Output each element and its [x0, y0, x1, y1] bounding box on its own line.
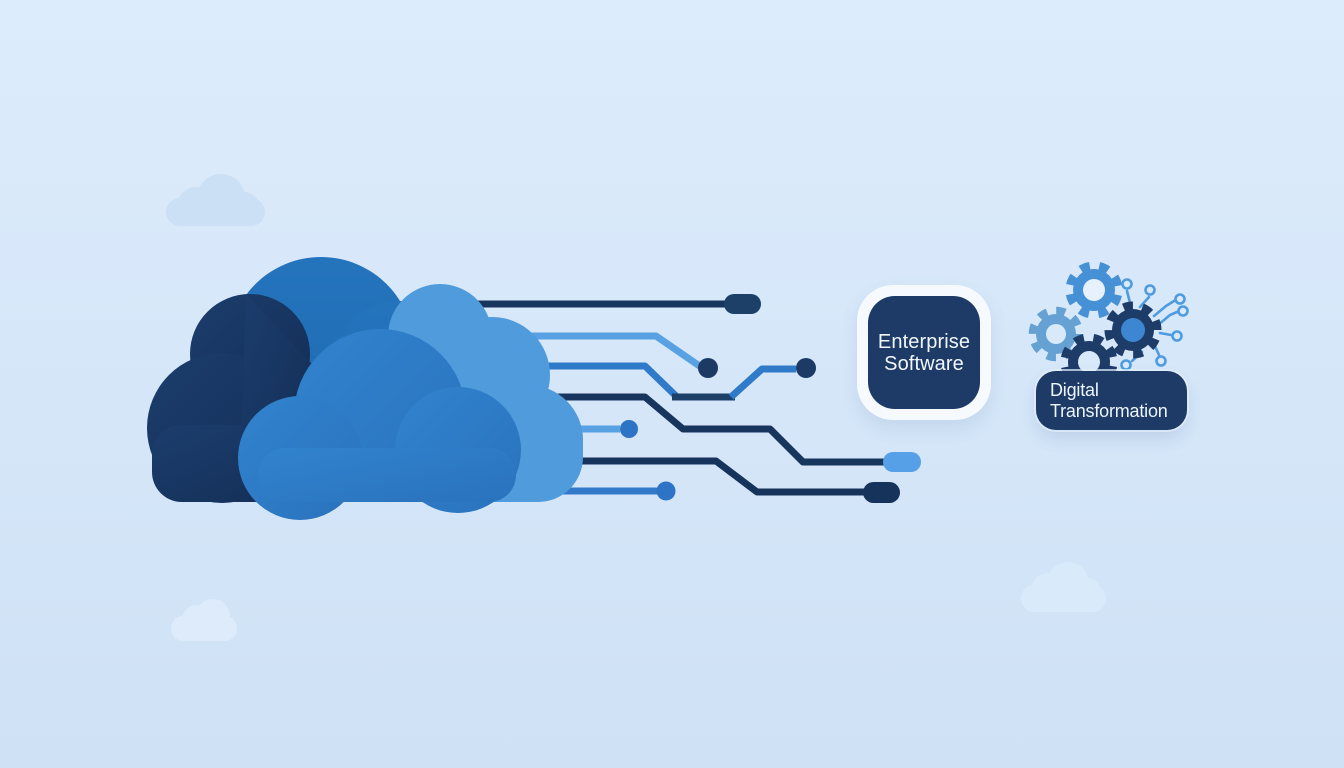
endpoint-capsule [863, 482, 900, 503]
faint-cloud-bottom-left [171, 599, 237, 641]
circuit-line [510, 457, 866, 496]
enterprise-software-card-inner: Enterprise Software [868, 296, 980, 409]
endpoint-dot [656, 481, 676, 501]
gear-blue-top-icon [1065, 261, 1123, 319]
circuit-line [480, 332, 703, 370]
enterprise-software-label-line1: Enterprise [877, 330, 971, 353]
digital-transformation-label-line2: Transformation [1050, 400, 1168, 421]
faint-cloud-top-left [166, 174, 265, 226]
enterprise-software-card: Enterprise Software [857, 285, 991, 420]
circuit-line [520, 393, 890, 466]
digital-transformation-label-line1: Digital [1050, 379, 1099, 400]
endpoint-capsule [724, 294, 761, 314]
endpoint-capsule [883, 452, 921, 472]
gear-muted-left-icon [1028, 306, 1084, 362]
circuit-line [728, 365, 796, 400]
endpoint-dot [796, 358, 816, 378]
faint-cloud-bottom-right [1021, 562, 1106, 612]
trace-node-rings [1120, 278, 1189, 371]
endpoint-dot [620, 420, 638, 438]
enterprise-software-label-line2: Software [884, 352, 964, 375]
cloud-front-blue [238, 329, 521, 520]
digital-transformation-card: Digital Transformation [1036, 371, 1187, 430]
circuit-lines [470, 294, 921, 503]
endpoint-dot [698, 358, 718, 378]
